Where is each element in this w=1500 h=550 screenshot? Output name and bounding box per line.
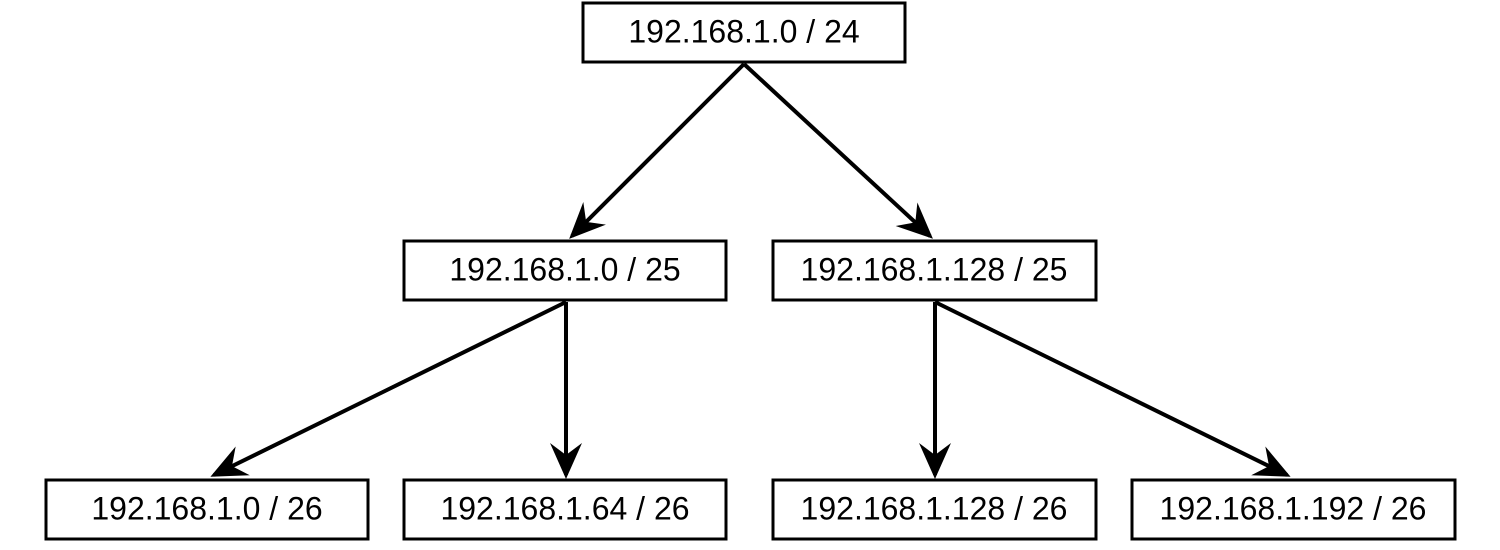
node-level2-left-label: 192.168.1.0 / 25 <box>449 251 680 287</box>
edge-right-to-rr <box>934 300 1291 477</box>
node-level3-3: 192.168.1.128 / 26 <box>771 478 1098 541</box>
node-level3-1-label: 192.168.1.0 / 26 <box>91 490 322 526</box>
node-root: 192.168.1.0 / 24 <box>581 1 907 64</box>
node-level3-4: 192.168.1.192 / 26 <box>1130 478 1457 541</box>
node-level2-right: 192.168.1.128 / 25 <box>771 239 1098 302</box>
edge-left-to-ll <box>210 300 567 477</box>
node-level3-2-label: 192.168.1.64 / 26 <box>440 490 689 526</box>
node-root-label: 192.168.1.0 / 24 <box>628 13 859 49</box>
node-level2-left: 192.168.1.0 / 25 <box>402 239 728 302</box>
node-level3-2: 192.168.1.64 / 26 <box>402 478 728 541</box>
node-level3-4-label: 192.168.1.192 / 26 <box>1160 490 1427 526</box>
node-level2-right-label: 192.168.1.128 / 25 <box>801 251 1068 287</box>
edges <box>210 62 1291 479</box>
node-level3-1: 192.168.1.0 / 26 <box>44 478 370 541</box>
edge-root-to-left <box>569 62 746 239</box>
edge-root-to-right <box>742 62 933 239</box>
node-level3-3-label: 192.168.1.128 / 26 <box>801 490 1068 526</box>
